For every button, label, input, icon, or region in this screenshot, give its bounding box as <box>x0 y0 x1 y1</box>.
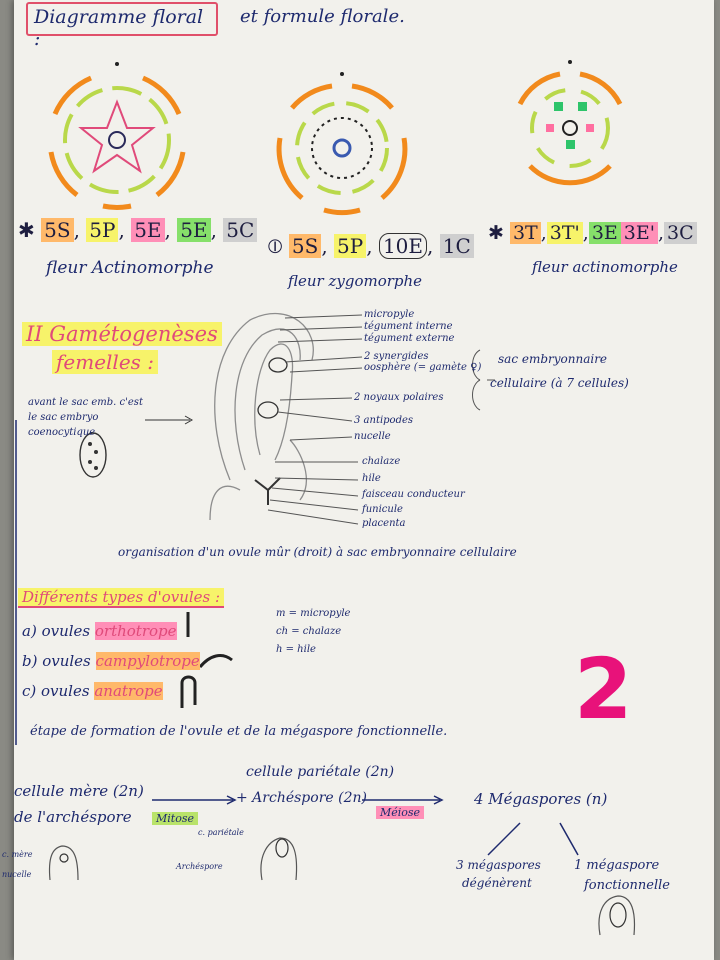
floral-diagram-1 <box>48 62 186 210</box>
section-heading: II Gamétogenèses <box>22 322 222 346</box>
ovule-type-a: a) ovules orthotrope <box>22 622 177 640</box>
formula-part: 3E' <box>620 222 658 244</box>
formula-part: 3C <box>664 222 697 244</box>
actinomorphic-symbol: ✱ <box>18 218 35 242</box>
label-internal-integument: tégument interne <box>364 321 453 332</box>
formula-1: ✱ 5S, 5P, 5E, 5E, 5C <box>18 218 258 242</box>
caption-3: fleur actinomorphe <box>532 258 678 276</box>
caption-2: fleur zygomorphe <box>288 272 423 290</box>
sac-label: sac embryonnaire <box>498 352 608 366</box>
label-cmere: c. mère <box>2 850 33 859</box>
legend-hile: h = hile <box>276 644 316 655</box>
formula-part: 1C <box>439 234 474 258</box>
ovule-types-heading: Différents types d'ovules : <box>18 588 225 608</box>
megaspores-result: 4 Mégaspores (n) <box>474 790 608 808</box>
caption-1: fleur Actinomorphe <box>46 258 214 278</box>
label-micropyle: micropyle <box>364 309 415 320</box>
ovule-type-icons <box>180 612 233 708</box>
formula-part: 5E <box>177 218 211 242</box>
formula-part: 10E <box>378 233 428 259</box>
coenocytic-sac-drawing <box>79 415 194 478</box>
step1-line1: cellule mère (2n) <box>14 782 144 800</box>
ovule-type-name: orthotrope <box>94 622 177 640</box>
label-chalaze: chalaze <box>362 456 401 467</box>
ovule-type-prefix: c) ovules <box>22 682 90 700</box>
ovule-type-b: b) ovules campylotrope <box>22 652 200 670</box>
formula-part: 3E <box>588 222 621 244</box>
formula-part: 5E <box>131 218 165 242</box>
step1-line2: de l'archéspore <box>14 808 132 826</box>
degenerate-line2: dégénèrent <box>462 876 532 890</box>
formula-part: 5S <box>288 234 322 258</box>
floral-diagram-3 <box>517 60 623 186</box>
ovule-type-name: anatrope <box>94 682 163 700</box>
formula-part: 5P <box>334 234 367 258</box>
ovule-type-name: campylotrope <box>95 652 200 670</box>
label-antipodes: 3 antipodes <box>354 415 414 426</box>
legend-chalaze: ch = chalaze <box>276 626 342 637</box>
meiose-label: Méiose <box>376 806 425 819</box>
step2-line1: cellule pariétale (2n) <box>246 764 395 780</box>
label-nucelle: nucelle <box>354 431 391 442</box>
zygomorphic-symbol: ⦶ <box>268 234 283 258</box>
formula-part: 5S <box>41 218 74 242</box>
legend-micropyle: m = micropyle <box>276 608 351 619</box>
formation-heading: étape de formation de l'ovule et de la m… <box>30 724 448 739</box>
hand-sketches <box>48 837 636 936</box>
degenerate-line1: 3 mégaspores <box>456 858 541 872</box>
label-external-integument: tégument externe <box>364 333 455 344</box>
formula-part: 5C <box>223 218 258 242</box>
step2-line2: + Archéspore (2n) <box>236 790 367 806</box>
formula-part: 5P <box>86 218 119 242</box>
label-vascular-bundle: faisceau conducteur <box>362 489 465 500</box>
formula-part: 3T' <box>546 222 583 244</box>
ovule-leaders <box>267 314 495 525</box>
formula-part: 3T <box>509 222 541 244</box>
section-heading-2: femelles : <box>52 350 159 374</box>
ovule-caption: organisation d'un ovule mûr (droit) à sa… <box>118 545 517 559</box>
actinomorphic-symbol: ✱ <box>488 222 504 244</box>
label-nucelle-small: nucelle <box>2 870 32 879</box>
floral-diagram-2 <box>276 72 408 216</box>
sac-label-2: cellulaire (à 7 cellules) <box>490 376 629 390</box>
label-archespore-small: Archéspore <box>176 862 223 871</box>
label-parietale-small: c. pariétale <box>198 828 244 837</box>
label-placenta: placenta <box>362 518 406 529</box>
label-funicle: funicule <box>362 504 403 515</box>
ovule-drawing <box>209 313 314 521</box>
page-number: 2 <box>574 640 633 738</box>
ovule-type-prefix: a) ovules <box>22 622 91 640</box>
ovule-type-c: c) ovules anatrope <box>22 682 163 700</box>
ovule-type-prefix: b) ovules <box>22 652 91 670</box>
label-oosphere: oosphère (= gamète ♀) <box>364 362 482 373</box>
coenocytic-note: avant le sac emb. c'est le sac embryo co… <box>28 397 143 438</box>
label-synergids: 2 synergides <box>364 351 429 362</box>
title-continuation: et formule florale. <box>240 6 405 27</box>
label-hile: hile <box>362 473 381 484</box>
functional-line1: 1 mégaspore <box>574 858 660 873</box>
page-title: Diagramme floral : <box>26 2 218 50</box>
functional-line2: fonctionnelle <box>584 878 670 893</box>
formula-2: ⦶ 5S, 5P, 10E, 1C <box>268 233 474 259</box>
label-polar-nuclei: 2 noyaux polaires <box>354 392 444 403</box>
mitose-label: Mitose <box>152 812 198 825</box>
formation-arrows <box>152 795 579 856</box>
